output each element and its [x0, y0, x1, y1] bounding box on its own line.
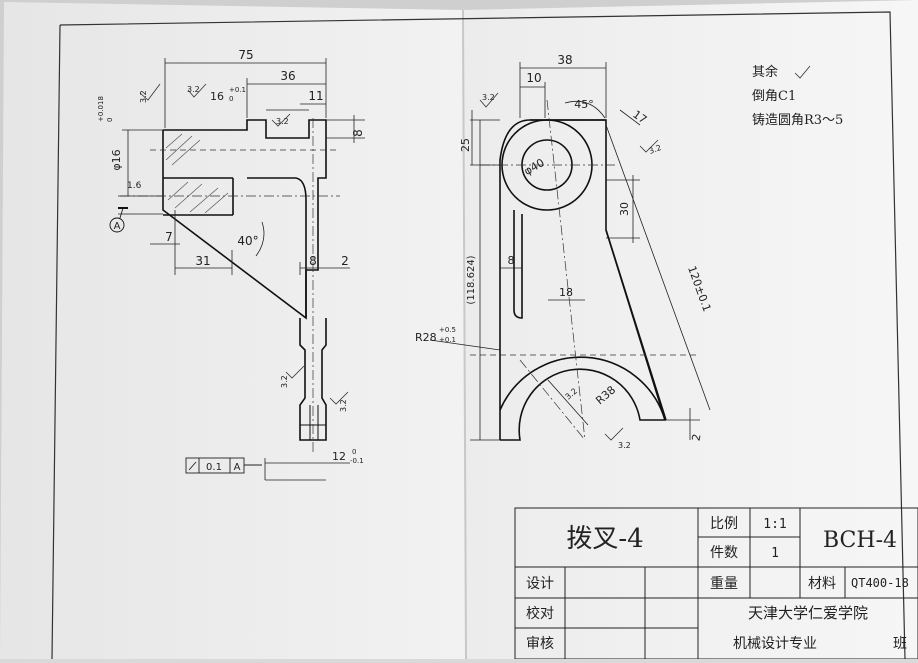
design-label: 设计: [526, 576, 554, 592]
centerlines-right: [470, 99, 700, 441]
dim-2: 2: [341, 254, 349, 268]
angle-45: 45°: [574, 98, 594, 111]
dim-36: 36: [280, 69, 295, 83]
dim-12: 12: [332, 450, 346, 463]
dim-16-tol-up: +0.1: [229, 86, 246, 94]
count-label: 件数: [710, 545, 738, 561]
review-label: 审核: [526, 636, 554, 652]
material-label: 材料: [808, 576, 836, 592]
datum-a-symbol: [109, 207, 128, 233]
rough-32-r2: 3.2: [648, 143, 663, 156]
check-label: 校对: [526, 605, 554, 622]
page-fold: [462, 9, 467, 660]
dim-R28: R28: [415, 331, 437, 344]
part-name: 拨叉-4: [566, 524, 643, 554]
datum-label: A: [114, 221, 121, 232]
dim-18: 18: [559, 286, 573, 299]
note-other-surfaces: 其余: [752, 64, 778, 80]
major-name: 机械设计专业: [733, 636, 817, 652]
dim-30: 30: [618, 202, 631, 216]
drawing-frame: [59, 11, 906, 660]
roughness-marks-left: [139, 83, 349, 405]
dim-11: 11: [308, 89, 323, 103]
dim-R28-low: +0.1: [439, 336, 456, 344]
dim-118: (118.624): [466, 255, 477, 304]
geo-tol-datum: A: [234, 462, 241, 473]
rough-32-r4: 3.2: [618, 441, 631, 450]
drawing-number: BCH-4: [823, 528, 897, 553]
scale-value: 1:1: [763, 517, 786, 532]
dim-7: 7: [165, 230, 173, 244]
dim-12-up: 0: [352, 448, 356, 456]
note-chamfer: 倒角C1: [752, 89, 796, 104]
drawing-frame-left: [51, 24, 61, 660]
dim-75: 75: [238, 48, 253, 62]
left-page: [0, 2, 466, 659]
count-value: 1: [771, 546, 779, 561]
geo-tol-value: 0.1: [206, 462, 222, 473]
dim-31: 31: [195, 254, 210, 268]
dim-8-top: 8: [351, 129, 365, 137]
rough-16: 1.6: [127, 181, 142, 191]
dim-2-right: 2: [690, 433, 704, 442]
roughness-marks-right: [479, 65, 811, 441]
dim-phi16: φ16: [110, 149, 123, 170]
rough-32-r1: 3.2: [482, 93, 495, 102]
rough-32-d: 3.2: [280, 375, 289, 388]
school-name: 天津大学仁爱学院: [748, 604, 868, 622]
dim-phi16-up: +0.018: [97, 96, 105, 122]
dim-8: 8: [309, 254, 317, 268]
dim-38: 38: [557, 53, 572, 67]
scale-label: 比例: [710, 516, 738, 532]
dim-R28-up: +0.5: [439, 326, 456, 334]
geo-tolerance-frame: [185, 457, 262, 474]
rough-32-b: 3.2: [139, 90, 148, 103]
angle-40: 40°: [237, 234, 258, 248]
dim-10: 10: [526, 71, 541, 85]
rough-32-a: 3.2: [187, 85, 200, 94]
dimensions-right: [429, 62, 711, 441]
dim-phi16-low: 0: [106, 118, 114, 122]
dim-16-tol-low: 0: [229, 95, 233, 103]
left-view: [162, 119, 327, 441]
dim-25: 25: [459, 138, 472, 152]
dim-12-low: -0.1: [350, 457, 364, 465]
rough-32-e: 3.2: [339, 399, 348, 412]
right-page: [462, 0, 918, 659]
dim-16-tol: 16: [210, 90, 224, 103]
material-value: QT400-18: [851, 576, 909, 590]
class-label: 班: [893, 636, 907, 652]
dimensions-left: [118, 58, 365, 481]
dim-8-right: 8: [508, 254, 515, 267]
rough-32-c: 3.2: [276, 117, 289, 126]
note-casting-fillet: 铸造圆角R3～5: [752, 112, 843, 128]
weight-label: 重量: [710, 576, 738, 592]
